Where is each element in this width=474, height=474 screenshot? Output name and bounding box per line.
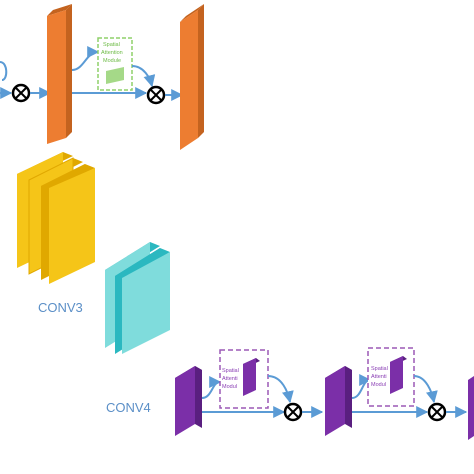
bottom-flow-to-module-1 [201,376,222,399]
orange-feature-map-1 [47,4,72,144]
module-top-line-2: Attention [101,50,123,56]
module-bottom-1-line-1: Spatial [222,368,239,374]
module-top-feature [106,67,124,84]
module-bottom-2-line-2: Attenti [371,374,387,380]
bottom-stage: Spatial Attenti Modul Spatial Attenti Mo… [175,347,474,440]
top-flow-to-module [71,46,100,71]
module-top-line-1: Spatial [103,42,120,48]
module-bottom-1-line-2: Attenti [222,376,238,382]
conv3-label: CONV3 [38,300,83,315]
module-bottom-2-line-1: Spatial [371,366,388,372]
spatial-attention-module-bottom-2: Spatial Attenti Modul [367,347,415,407]
yellow-feature-stack [17,152,95,284]
top-input-flow [0,61,8,81]
module-bottom-1-line-3: Modul [222,384,237,390]
purple-feature-map-1 [175,366,202,436]
bottom-multiply-node-1 [283,402,303,422]
top-stage: Spatial Attention Module [0,4,204,150]
top-multiply-node-2 [146,85,166,105]
bottom-multiply-node-2 [427,402,447,422]
module-top-line-3: Module [103,58,121,64]
top-multiply-node-1 [11,83,31,103]
teal-feature-stack [105,242,170,354]
module-bottom-2-line-3: Modul [371,382,386,388]
conv4-label: CONV4 [106,400,151,415]
bottom-module-2-output [413,375,438,404]
purple-feature-map-3-partial [468,376,474,440]
purple-feature-map-2 [325,366,352,436]
spatial-attention-module-top: Spatial Attention Module [97,37,133,91]
orange-feature-map-2 [180,4,204,150]
bottom-module-1-output [267,375,294,404]
top-module-output-flow [131,65,156,88]
spatial-attention-module-bottom-1: Spatial Attenti Modul [219,349,269,409]
